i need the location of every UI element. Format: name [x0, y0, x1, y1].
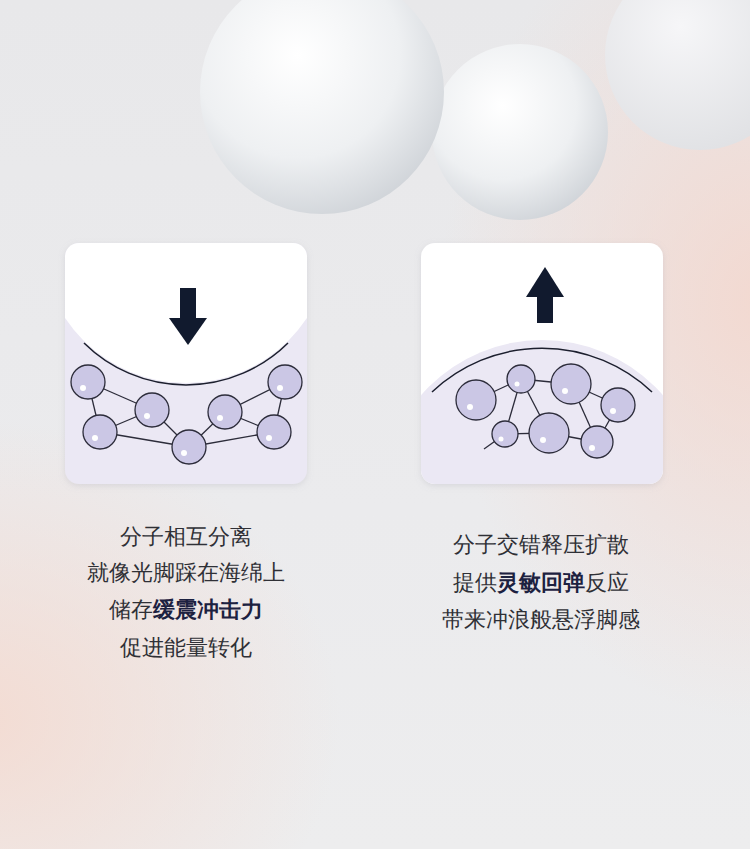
- description-text: 分子交错释压扩散: [453, 532, 629, 557]
- description-text: 反应: [585, 570, 629, 595]
- description-text: 储存: [109, 597, 153, 622]
- text-line: 促进能量转化: [120, 634, 252, 662]
- emphasis-text: 缓震冲击力: [153, 597, 263, 622]
- sphere: [432, 44, 608, 220]
- text-line: 分子交错释压扩散: [453, 531, 629, 559]
- description-text: 促进能量转化: [120, 635, 252, 660]
- compress-card: [41, 93, 331, 484]
- emphasis-text: 灵敏回弹: [497, 570, 585, 595]
- text-line: 提供灵敏回弹反应: [453, 569, 629, 597]
- description-text: 带来冲浪般悬浮脚感: [442, 607, 640, 632]
- description-text: 分子相互分离: [120, 524, 252, 549]
- sphere: [605, 0, 750, 150]
- text-line: 带来冲浪般悬浮脚感: [442, 606, 640, 634]
- sphere: [200, 0, 444, 214]
- description-text: 就像光脚踩在海绵上: [87, 560, 285, 585]
- text-line: 储存缓震冲击力: [109, 596, 263, 624]
- text-line: 分子相互分离: [120, 523, 252, 551]
- rebound-card: [382, 243, 702, 660]
- description-text: 提供: [453, 570, 497, 595]
- text-line: 就像光脚踩在海绵上: [87, 559, 285, 587]
